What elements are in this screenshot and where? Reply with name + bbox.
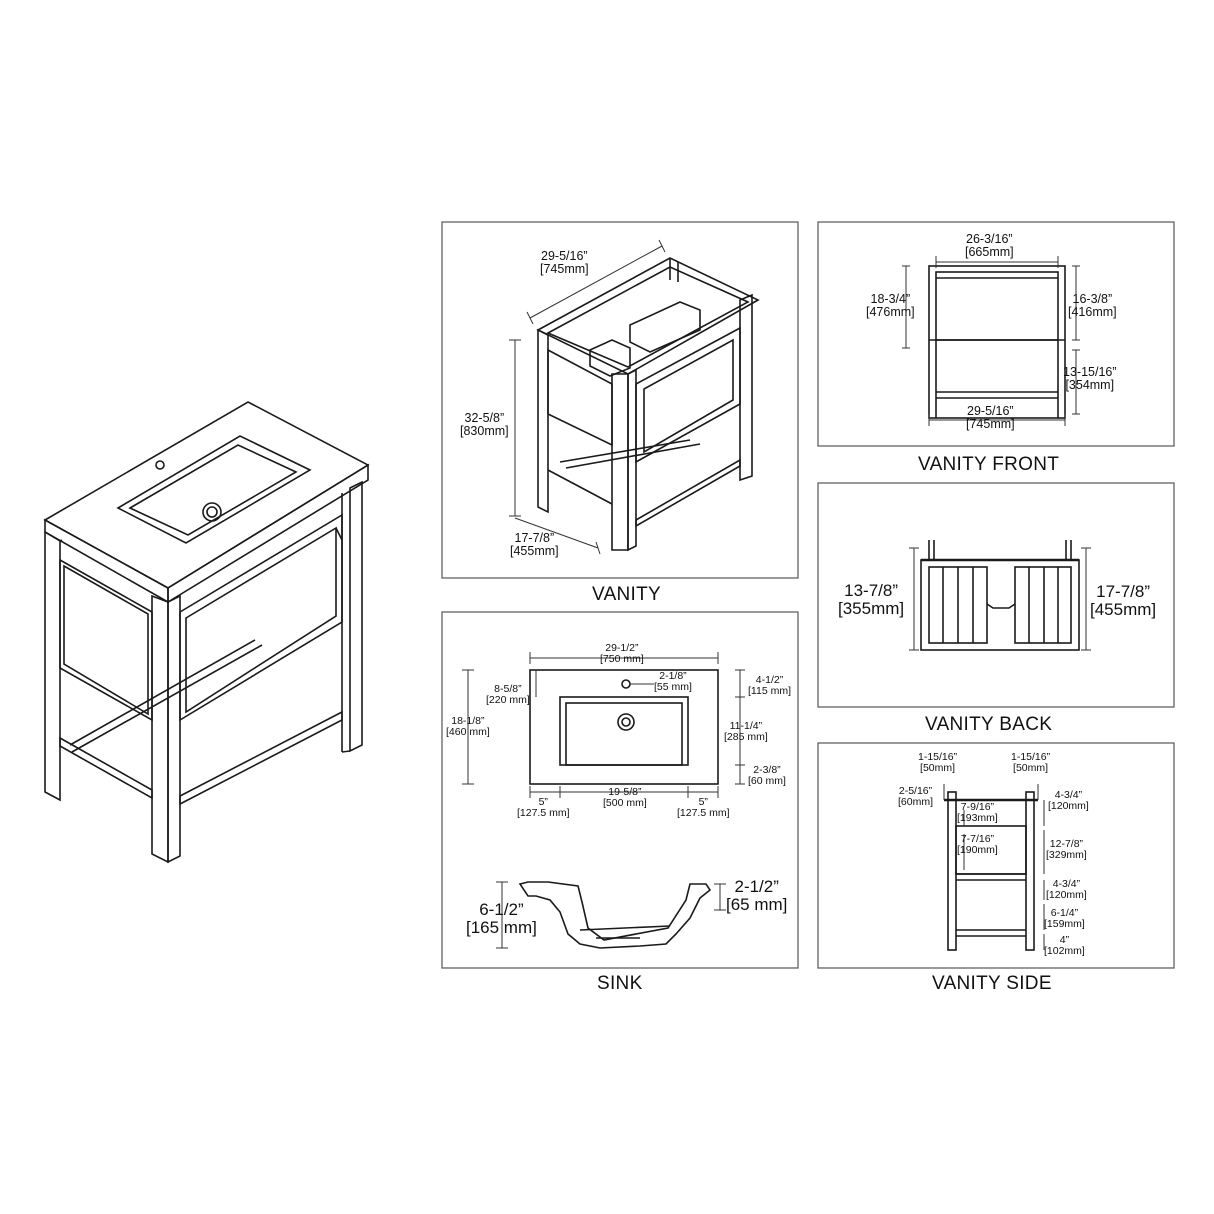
vanity-height-dim: 32-5/8”[830mm] <box>460 411 509 439</box>
vanity-side-right-top-dim: 1-15/16”[50mm] <box>1011 751 1051 775</box>
vanity-front-bottom-width-dim: 29-5/16”[745mm] <box>966 404 1015 432</box>
sink-faucet-offset-dim: 2-1/8”[55 mm] <box>654 670 692 694</box>
sink-right-margin-dim: 5”[127.5 mm] <box>677 796 730 820</box>
vanity-front-top-width-dim: 26-3/16”[665mm] <box>965 232 1014 260</box>
vanity-back-panel-frame <box>817 482 1175 708</box>
sink-basin-width-dim: 19-5/8”[500 mm] <box>603 786 647 810</box>
sink-width-dim: 29-1/2”[750 mm] <box>600 642 644 666</box>
vanity-panel-frame <box>441 221 799 579</box>
vanity-front-panel-frame <box>817 221 1175 447</box>
vanity-side-panel-frame <box>817 742 1175 969</box>
iso-vanity-drawing <box>43 401 370 864</box>
sink-left-margin-dim: 5”[127.5 mm] <box>517 796 570 820</box>
vanity-back-dimension-lines <box>909 547 1091 651</box>
vanity-back-left-height-dim: 13-7/8”[355mm] <box>838 581 905 618</box>
vanity-side-inner-b-dim: 7-7/16”[190mm] <box>957 833 998 857</box>
vanity-side-dimension-lines <box>943 784 1045 950</box>
vanity-front-left-height-dim: 18-3/4”[476mm] <box>866 292 915 320</box>
sink-depth-dim: 18-1/8”[460 mm] <box>446 715 490 739</box>
vanity-iso-frame <box>536 257 760 552</box>
sink-panel-frame <box>441 611 799 969</box>
vanity-side-elevation <box>944 791 1038 951</box>
vanity-side-r3-dim: 4-3/4”[120mm] <box>1046 878 1087 902</box>
vanity-front-drawer-height-dim: 16-3/8”[416mm] <box>1068 292 1117 320</box>
vanity-front-caption: VANITY FRONT <box>918 454 1060 475</box>
vanity-side-left-offset-dim: 2-5/16”[60mm] <box>898 785 934 809</box>
vanity-width-dim: 29-5/16”[745mm] <box>540 249 589 277</box>
sink-section-height-dim: 6-1/2”[165 mm] <box>466 900 537 937</box>
vanity-caption: VANITY <box>592 584 662 605</box>
vanity-back-caption: VANITY BACK <box>925 714 1053 735</box>
vanity-side-caption: VANITY SIDE <box>932 973 1052 994</box>
sink-plan <box>529 669 719 785</box>
vanity-front-elevation <box>928 265 1066 419</box>
vanity-side-r4-dim: 6-1/4”[159mm] <box>1044 907 1085 931</box>
vanity-side-r5-dim: 4”[102mm] <box>1044 934 1085 958</box>
sink-basin-top-dim: 8-5/8”[220 mm] <box>486 683 530 707</box>
sink-section <box>518 881 712 949</box>
sink-section-dimension-lines <box>496 881 726 949</box>
sink-rim-height-dim: 2-1/2”[65 mm] <box>726 877 788 914</box>
vanity-depth-dim: 17-7/8”[455mm] <box>510 531 559 559</box>
sink-top-margin-dim: 4-1/2”[115 mm] <box>748 674 791 698</box>
vanity-side-r2-dim: 12-7/8”[329mm] <box>1046 838 1087 862</box>
vanity-side-left-top-dim: 1-15/16”[50mm] <box>918 751 958 775</box>
vanity-front-lower-height-dim: 13-15/16”[354mm] <box>1063 365 1117 393</box>
vanity-back-right-height-dim: 17-7/8”[455mm] <box>1090 582 1157 619</box>
vanity-front-dimension-lines <box>902 256 1080 426</box>
sink-basin-depth-dim: 11-1/4”[285 mm] <box>724 720 768 744</box>
vanity-dimension-lines <box>509 239 666 555</box>
sink-plan-dimension-lines <box>462 652 745 798</box>
vanity-side-inner-a-dim: 7-9/16”[193mm] <box>957 801 998 825</box>
vanity-side-r1-dim: 4-3/4”[120mm] <box>1048 789 1089 813</box>
sink-caption: SINK <box>597 973 643 994</box>
sink-bottom-margin-dim: 2-3/8”[60 mm] <box>748 764 786 788</box>
vanity-back-elevation <box>920 540 1080 651</box>
